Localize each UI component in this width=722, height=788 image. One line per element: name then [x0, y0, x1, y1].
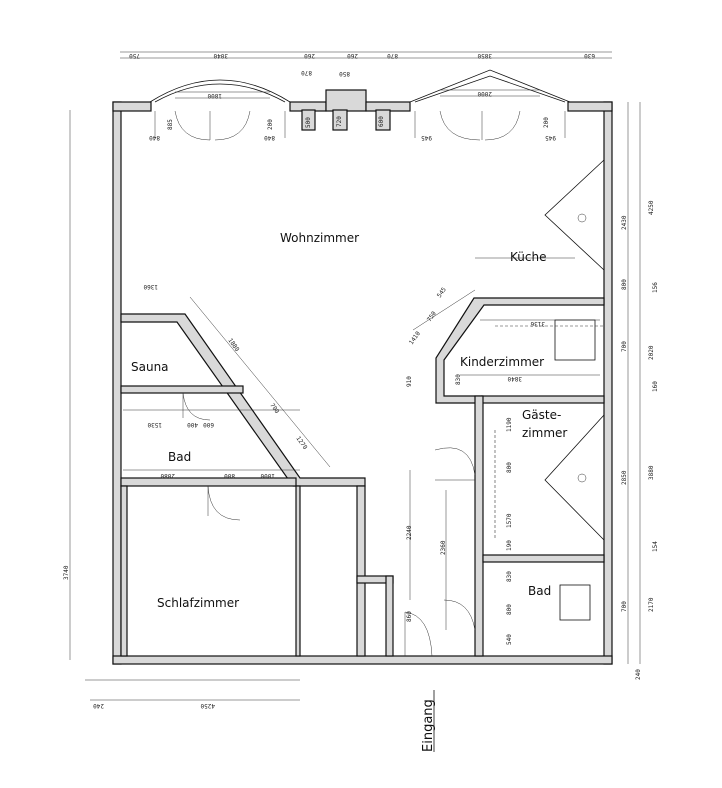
- bay-window-right: [409, 69, 571, 103]
- dim-right-11: 2170: [648, 597, 655, 612]
- dim-bad-6: 1000: [260, 472, 275, 479]
- interior-doors: [182, 392, 476, 657]
- dim-left-1: 3740: [63, 565, 70, 580]
- dim-mid-4: 830: [455, 374, 462, 385]
- dim-mid-5: 910: [406, 376, 413, 387]
- terrace-doors: [154, 110, 566, 141]
- dim-top-9: 850: [339, 70, 350, 77]
- dim-w-mid-3: 600: [378, 116, 385, 127]
- dim-top-2: 3040: [213, 52, 228, 59]
- dim-top-5: 260: [347, 52, 358, 59]
- dim-b-2: 800: [506, 604, 513, 615]
- dim-w-right-1: 945: [421, 134, 432, 141]
- dimension-lines: [69, 51, 641, 701]
- dim-w-mid-2: 720: [336, 116, 343, 127]
- dim-diag-5: 700: [268, 402, 280, 415]
- dim-bad-5: 800: [224, 472, 235, 479]
- dim-bad-4: 2080: [160, 472, 175, 479]
- room-kueche: Küche: [510, 250, 546, 264]
- dim-top-8: 630: [584, 52, 595, 59]
- dim-top-3: 260: [304, 52, 315, 59]
- dim-top-7: 3850: [477, 52, 492, 59]
- fixtures: [475, 159, 605, 621]
- room-bad-left: Bad: [168, 450, 191, 464]
- entrance-label: Eingang: [421, 699, 436, 752]
- dim-top-1: 750: [129, 52, 140, 59]
- dim-right-13: 240: [635, 669, 642, 680]
- room-kinderzimmer: Kinderzimmer: [460, 355, 544, 369]
- dim-diag-1: 1880: [226, 337, 240, 353]
- dim-diag-2: 545: [436, 286, 448, 299]
- dim-right-12: 700: [621, 601, 628, 612]
- dim-mid-2: 3136: [530, 320, 545, 327]
- dim-g-3: 1570: [506, 513, 513, 528]
- dim-right-10: 154: [652, 541, 659, 552]
- dim-b-3: 540: [506, 634, 513, 645]
- dim-right-7: 160: [652, 381, 659, 392]
- dim-w-mid-1: 500: [305, 117, 312, 128]
- dim-g-4: 190: [506, 540, 513, 551]
- dim-right-2: 2430: [621, 215, 628, 230]
- dim-w-left-2: 200: [267, 119, 274, 130]
- dim-right-4: 156: [652, 282, 659, 293]
- dim-w-left-4: 840: [264, 134, 275, 141]
- dim-g-2: 800: [506, 462, 513, 473]
- dim-bottom-1: 240: [93, 702, 104, 709]
- dim-mid-8: 860: [406, 611, 413, 622]
- dim-w-right-2: 945: [545, 134, 556, 141]
- dimension-labels: 750 3040 260 870 260 870 3850 630 850 18…: [63, 52, 659, 709]
- room-wohnzimmer: Wohnzimmer: [280, 231, 359, 245]
- dim-bottom-2: 4250: [200, 702, 215, 709]
- room-sauna: Sauna: [131, 360, 169, 374]
- dim-diag-3: 750: [426, 310, 438, 323]
- dim-mid-3: 3840: [507, 375, 522, 382]
- dim-diag-4: 1410: [408, 330, 422, 346]
- room-labels: Wohnzimmer Küche Kinderzimmer Sauna Bad …: [131, 231, 567, 610]
- entrance-marker: Eingang: [421, 690, 436, 752]
- dim-right-8: 3880: [648, 465, 655, 480]
- dim-bad-2: 400: [187, 421, 198, 428]
- dim-b-1: 830: [506, 571, 513, 582]
- dim-right-3: 800: [621, 279, 628, 290]
- dim-right-9: 2850: [621, 470, 628, 485]
- dim-mid-1: 1360: [143, 283, 158, 290]
- dim-diag-6: 1270: [294, 435, 308, 451]
- interior-walls: [120, 297, 605, 657]
- room-schlafzimmer: Schlafzimmer: [157, 596, 239, 610]
- dim-win-right: 2000: [477, 90, 492, 97]
- dim-mid-7: 2360: [440, 540, 447, 555]
- room-gaeste-line2: zimmer: [522, 426, 567, 440]
- room-gaeste-line1: Gäste-: [522, 408, 561, 422]
- dim-bad-3: 600: [203, 421, 214, 428]
- dim-w-left-1: 885: [167, 119, 174, 130]
- dim-right-6: 700: [621, 341, 628, 352]
- dim-w-right-3: 200: [543, 117, 550, 128]
- room-bad-right: Bad: [528, 584, 551, 598]
- dim-g-1: 1190: [506, 417, 513, 432]
- dim-w-left-3: 840: [149, 134, 160, 141]
- dim-top-4: 870: [301, 69, 312, 76]
- dim-right-1: 4250: [648, 200, 655, 215]
- dim-bad-1: 1530: [147, 421, 162, 428]
- bay-window-left: [149, 79, 291, 103]
- dim-mid-6: 2240: [406, 525, 413, 540]
- dim-top-6: 870: [387, 52, 398, 59]
- dim-right-5: 2020: [648, 345, 655, 360]
- dim-win-left: 1800: [207, 92, 222, 99]
